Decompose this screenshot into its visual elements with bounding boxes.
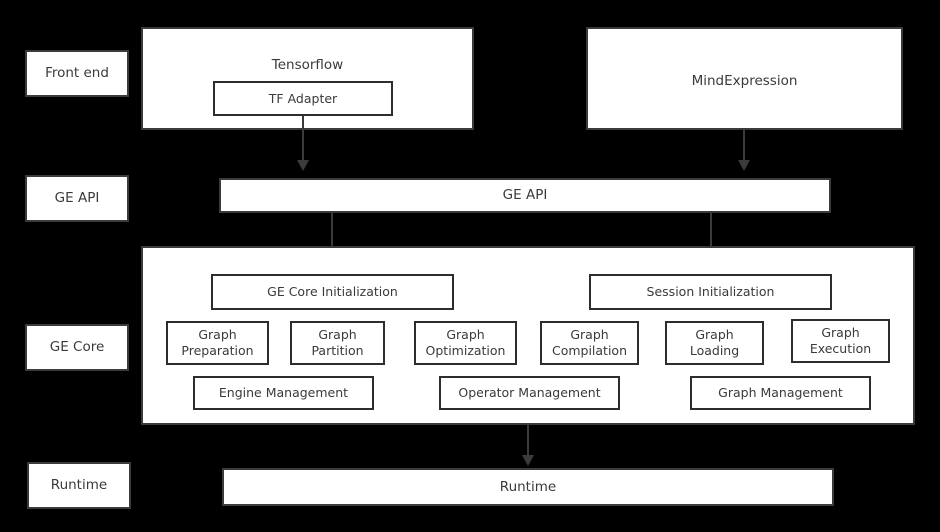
module-box-graph-compilation: Graph Compilation [540,321,639,365]
management-label: Engine Management [218,385,349,401]
module-line-1: Graph [198,327,237,343]
module-line-2: Partition [311,343,364,358]
module-line-2: Execution [809,341,872,356]
layer-label-text: Front end [45,65,109,82]
module-line-1: Graph [821,325,860,341]
management-box-operator: Operator Management [439,376,620,410]
tf-adapter-label: TF Adapter [268,90,338,106]
ge-api-bar: GE API [219,178,831,213]
module-line-1: Graph [695,327,734,343]
module-line-2: Optimization [425,343,506,358]
mindexpression-title: MindExpression [691,73,798,89]
module-box-graph-execution: Graph Execution [791,319,890,363]
tf-adapter-box: TF Adapter [213,81,393,116]
module-line-2: Preparation [181,343,254,358]
layer-label-text: GE Core [49,339,105,356]
session-initialization-box: Session Initialization [589,274,832,310]
module-line-1: Graph [446,327,485,343]
module-line-2: Compilation [551,343,628,358]
layer-label-text: Runtime [50,477,108,494]
layer-label-front-end: Front end [25,50,129,97]
module-box-graph-partition: Graph Partition [290,321,385,365]
arrow-ge-api-to-core-init-line [331,213,333,257]
arrow-ge-api-to-session-init-line [710,213,712,257]
layer-label-ge-core: GE Core [25,324,129,371]
tensorflow-title: Tensorflow [271,57,344,73]
runtime-label: Runtime [499,478,557,495]
layer-label-text: GE API [54,190,100,207]
session-initialization-label: Session Initialization [646,284,775,300]
layer-label-runtime: Runtime [27,462,131,509]
management-box-graph: Graph Management [690,376,871,410]
arrow-ge-core-to-runtime-line [527,425,529,457]
arrow-mindexpression-to-ge-api-line [743,130,745,162]
frontend-mindexpression-container: MindExpression [586,27,903,130]
runtime-bar: Runtime [222,468,834,506]
arrow-ge-core-to-runtime-head [522,455,534,466]
module-box-graph-optimization: Graph Optimization [414,321,517,365]
management-box-engine: Engine Management [193,376,374,410]
module-line-1: Graph [318,327,357,343]
arrow-tf-adapter-to-ge-api-head [297,160,309,171]
module-box-graph-loading: Graph Loading [665,321,764,365]
arrow-mindexpression-to-ge-api-head [738,160,750,171]
ge-core-initialization-label: GE Core Initialization [267,284,398,300]
module-line-1: Graph [570,327,609,343]
ge-api-label: GE API [502,187,548,204]
management-label: Graph Management [718,385,843,401]
arrow-tf-adapter-to-ge-api-line [302,116,304,162]
module-line-2: Loading [689,343,740,358]
module-box-graph-preparation: Graph Preparation [166,321,269,365]
management-label: Operator Management [458,385,601,401]
layer-label-ge-api: GE API [25,175,129,222]
ge-core-initialization-box: GE Core Initialization [211,274,454,310]
